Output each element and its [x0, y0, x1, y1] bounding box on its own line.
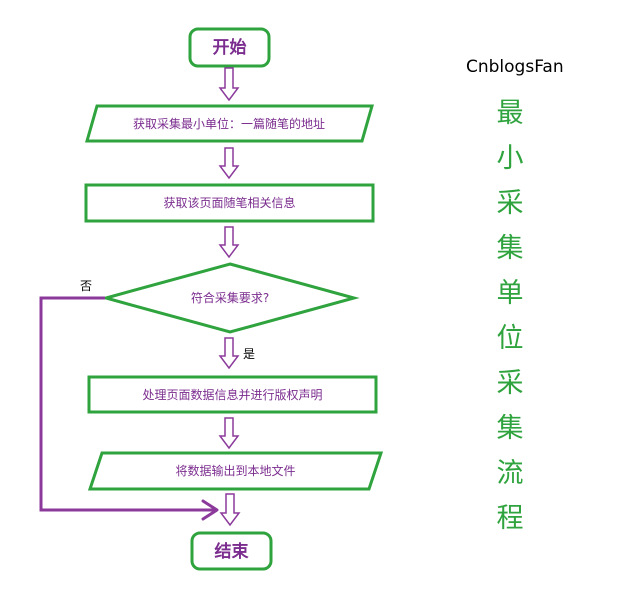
- vertical-title-char: 小: [496, 143, 524, 174]
- arrow-decision-to-step3: [218, 337, 240, 370]
- step3-node: [87, 375, 378, 414]
- vertical-title-char: 采: [496, 368, 524, 399]
- vertical-title-char: 程: [496, 503, 524, 534]
- author-label: CnblogsFan: [466, 57, 564, 77]
- vertical-title-char: 采: [496, 188, 524, 219]
- step1-label: 获取采集最小单位：一篇随笔的地址: [133, 116, 325, 131]
- no-branch-arrowhead: [201, 499, 219, 521]
- arrow-step3-to-step4: [218, 417, 240, 450]
- step2-label: 获取该页面随笔相关信息: [163, 195, 295, 210]
- decision-node: [100, 262, 360, 334]
- yes-branch-label: 是: [243, 347, 255, 361]
- start-label: 开始: [213, 37, 247, 58]
- step3-label: 处理页面数据信息并进行版权声明: [142, 387, 322, 402]
- arrow-step2-to-decision: [218, 226, 240, 259]
- vertical-title-char: 流: [496, 458, 524, 489]
- step4-label: 将数据输出到本地文件: [175, 463, 295, 478]
- arrow-start-to-step1: [218, 67, 240, 102]
- step2-node: [84, 183, 375, 223]
- vertical-title: 最 小 采 集 单 位 采 集 流 程: [489, 91, 531, 541]
- vertical-title-char: 集: [496, 413, 524, 444]
- no-branch-line: [39, 296, 216, 512]
- vertical-title-char: 位: [496, 323, 524, 354]
- arrow-step4-to-end: [219, 493, 241, 527]
- vertical-title-char: 单: [496, 278, 524, 309]
- arrow-step1-to-step2: [218, 147, 240, 180]
- end-node: [190, 531, 273, 571]
- step1-node: [85, 104, 374, 143]
- end-label: 结束: [215, 541, 249, 562]
- start-node: [188, 27, 271, 68]
- vertical-title-char: 最: [496, 98, 524, 129]
- no-branch-label: 否: [80, 279, 92, 293]
- vertical-title-char: 集: [496, 233, 524, 264]
- decision-label: 符合采集要求?: [191, 290, 269, 305]
- step4-node: [87, 451, 384, 491]
